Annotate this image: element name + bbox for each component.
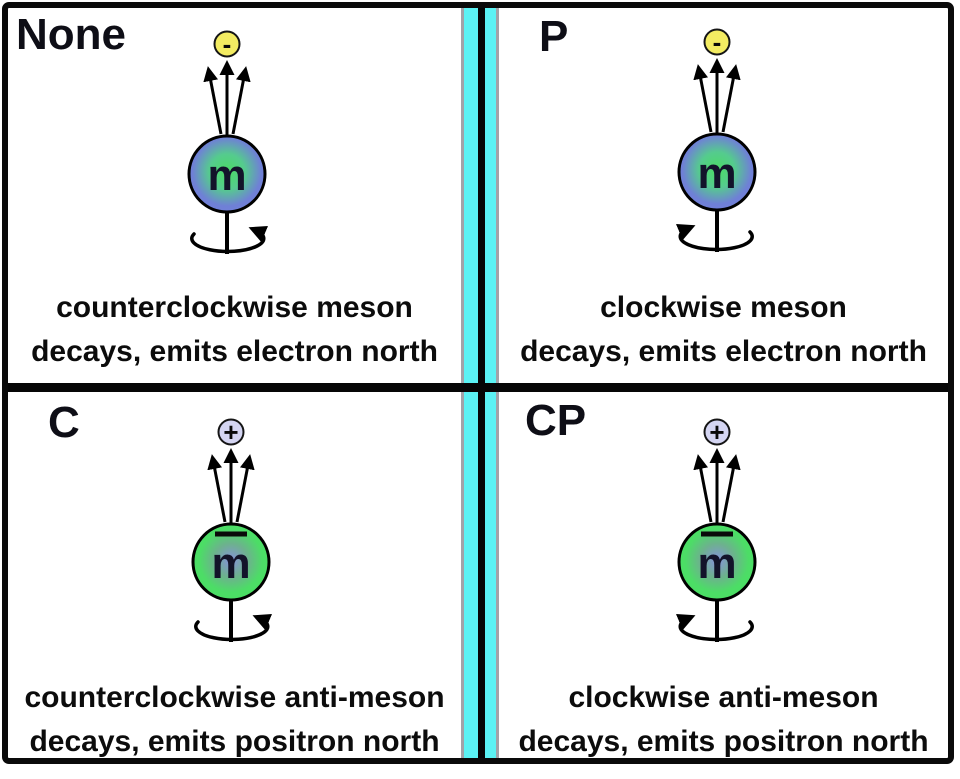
meson-decay-diagram: - m <box>675 27 757 252</box>
caption-line2: decays, emits electron north <box>520 335 927 368</box>
decay-arrow-left <box>693 454 713 523</box>
panel-c: C + m counterclockwise anti-meson decays… <box>8 392 461 764</box>
particle-symbol: m <box>697 539 736 588</box>
caption: counterclockwise anti-meson decays, emit… <box>8 676 461 764</box>
transformation-label: None <box>16 10 126 59</box>
particle-symbol: m <box>207 151 246 200</box>
rotation-arrow-counterclockwise <box>194 613 273 642</box>
positron-icon <box>217 418 245 446</box>
decay-arrow-right <box>721 64 741 133</box>
decay-arrow-right <box>231 66 251 135</box>
caption: counterclockwise meson decays, emits ele… <box>8 286 461 374</box>
transformation-label: C <box>48 398 80 447</box>
decay-arrow-right <box>235 454 255 523</box>
decay-arrow-left <box>203 66 223 135</box>
caption-line1: counterclockwise anti-meson <box>24 681 445 714</box>
antimeson-circle <box>191 522 271 602</box>
antimeson-decay-diagram: + m <box>191 417 273 642</box>
electron-icon <box>703 28 731 56</box>
meson-decay-diagram: - m <box>187 29 269 254</box>
charge-sign: + <box>223 417 238 447</box>
meson-circle <box>677 132 757 212</box>
rotation-arrow-clockwise <box>675 613 754 642</box>
caption-line1: clockwise anti-meson <box>568 681 879 714</box>
caption-line2: decays, emits positron north <box>29 725 440 758</box>
transformation-label: CP <box>525 396 587 445</box>
charge-sign: - <box>223 29 232 59</box>
charge-sign: + <box>709 417 724 447</box>
electron-icon <box>213 30 241 58</box>
horizontal-divider <box>8 383 948 392</box>
positron-icon <box>703 418 731 446</box>
transformation-label: P <box>539 12 569 61</box>
meson-circle <box>187 134 267 214</box>
particle-symbol: m <box>211 539 250 588</box>
decay-arrow-right <box>721 454 741 523</box>
rotation-arrow-clockwise <box>675 223 754 252</box>
decay-arrow-left <box>207 454 227 523</box>
antimeson-circle <box>677 522 757 602</box>
particle-symbol: m <box>697 149 736 198</box>
caption: clockwise anti-meson decays, emits posit… <box>499 676 948 764</box>
caption-line1: counterclockwise meson <box>56 291 413 324</box>
caption-line1: clockwise meson <box>600 291 847 324</box>
panel-none: None - m counterclockwise meson decays, … <box>8 8 461 383</box>
decay-arrow-left <box>693 64 713 133</box>
panel-cp: CP + m clockwise anti-meson decays, emit… <box>499 392 948 764</box>
antimeson-decay-diagram: + m <box>675 417 757 642</box>
caption-line2: decays, emits electron north <box>31 335 438 368</box>
caption: clockwise meson decays, emits electron n… <box>499 286 948 374</box>
caption-line2: decays, emits positron north <box>518 725 929 758</box>
panel-p: P - m clockwise meson decays, emits elec… <box>499 8 948 383</box>
charge-sign: - <box>713 27 722 57</box>
rotation-arrow-counterclockwise <box>190 225 269 254</box>
